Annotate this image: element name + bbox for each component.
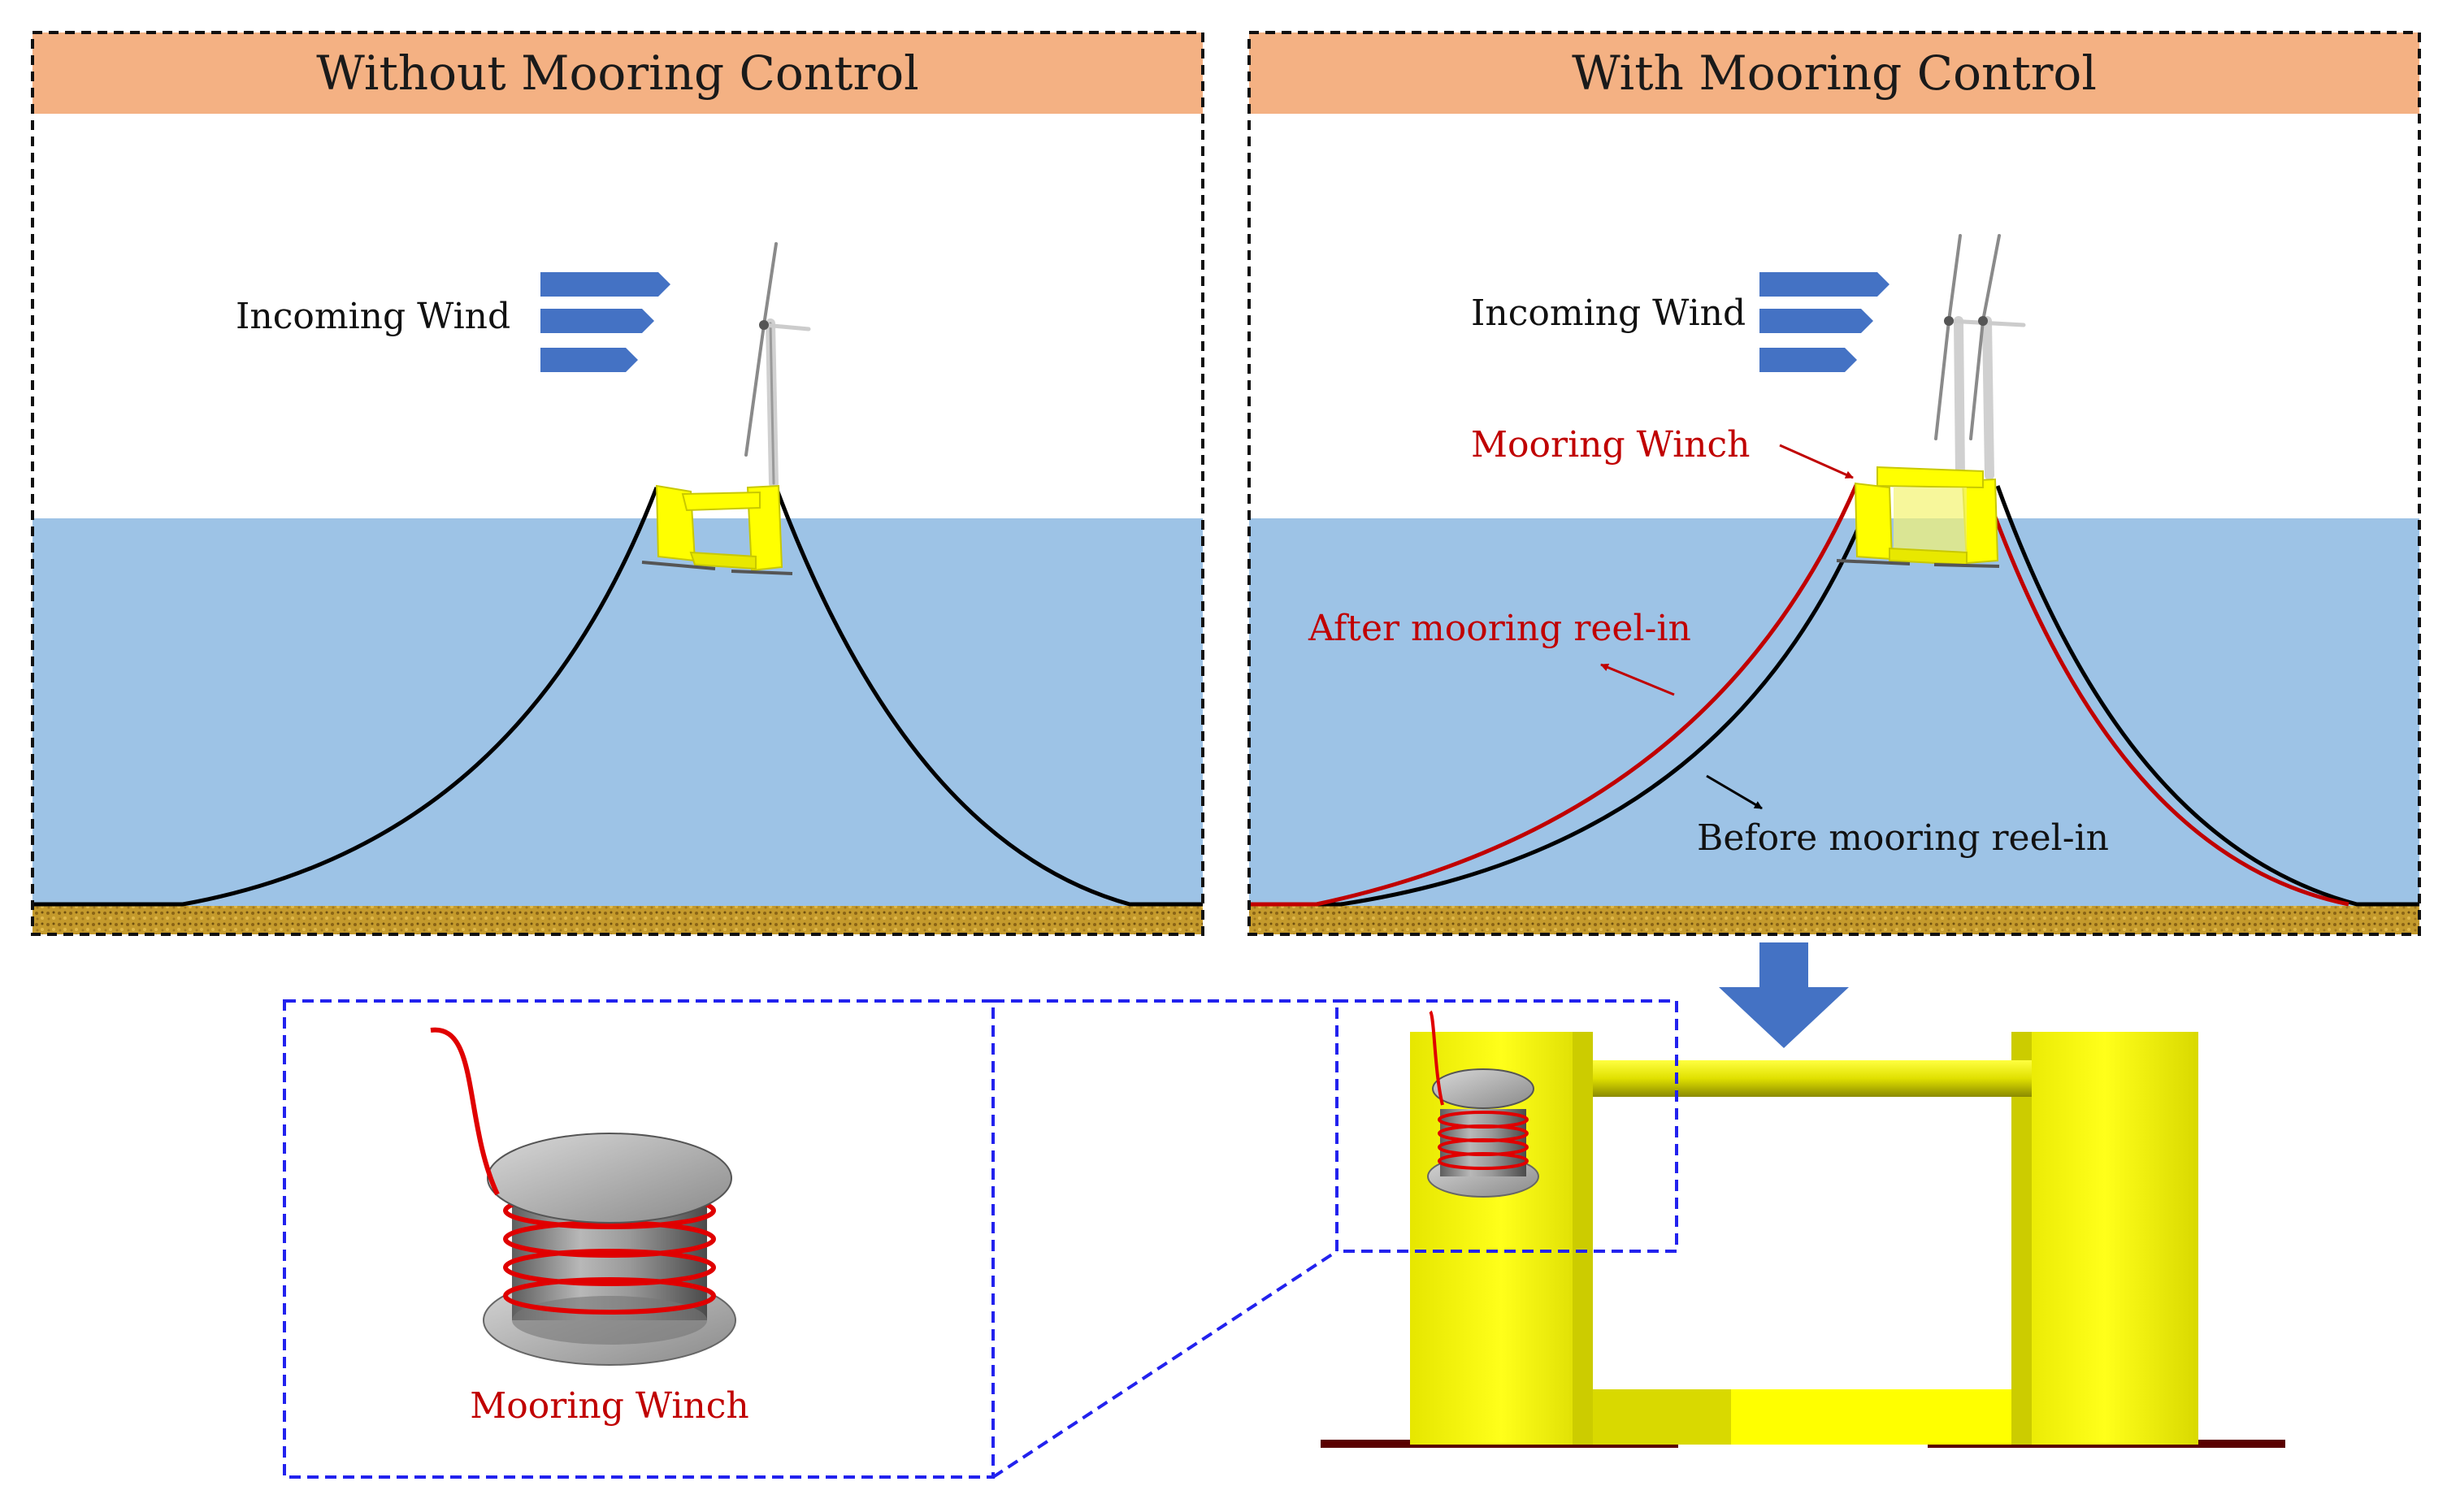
winch-detail: Mooring Winch [283,999,995,1479]
mooring-line-after-left [1249,483,1859,907]
detail-winch-label: Mooring Winch [470,1385,748,1427]
wind-turbine-icon [1934,234,2026,480]
closeup-top-beam [1589,1060,2032,1097]
down-arrow-icon [1719,942,1849,1048]
callout-connector-bottom [991,1250,1338,1479]
panel-without-control: Without Mooring Control Incoming Wind [31,31,1204,936]
before-reelin-arrow [1706,774,1763,810]
winch-drum-icon [1427,1010,1539,1198]
right-panel-border [1247,31,2421,936]
mooring-line-before-right [1995,485,2419,907]
left-floating-platform [641,484,793,575]
left-panel-title: Without Mooring Control [316,45,918,101]
before-reelin-label: Before mooring reel-in [1697,817,2109,859]
left-panel-header [33,32,1203,114]
right-winch-label: Mooring Winch [1471,424,1750,466]
wind-arrow-icon [1759,272,1889,372]
wind-arrow-icon [540,272,670,372]
platform-closeup [1321,999,2285,1448]
closeup-callout-box [1335,999,1678,1253]
winch-pointer-arrow [1779,444,1854,479]
left-mooring-line-right [774,487,1203,907]
left-panel-border [31,31,1204,936]
wind-turbine-icon [744,242,811,488]
right-seabed [1249,906,2419,934]
right-panel-header [1249,32,2419,114]
panel-with-control: With Mooring Control Incoming Wind [1247,31,2421,936]
mooring-line-before-left [1249,485,1878,907]
mooring-line-after-right [1981,483,2349,907]
left-mooring-line-left [33,487,659,907]
winch-drum-icon [430,1027,736,1366]
after-reelin-arrow [1600,663,1675,696]
right-wind-label: Incoming Wind [1471,292,1746,334]
right-panel-title: With Mooring Control [1572,45,2097,101]
right-floating-platform [1836,466,2000,568]
after-reelin-label: After mooring reel-in [1308,608,1691,649]
left-seabed [33,906,1203,934]
closeup-column-right [2011,1032,2198,1445]
left-wind-label: Incoming Wind [236,296,510,337]
